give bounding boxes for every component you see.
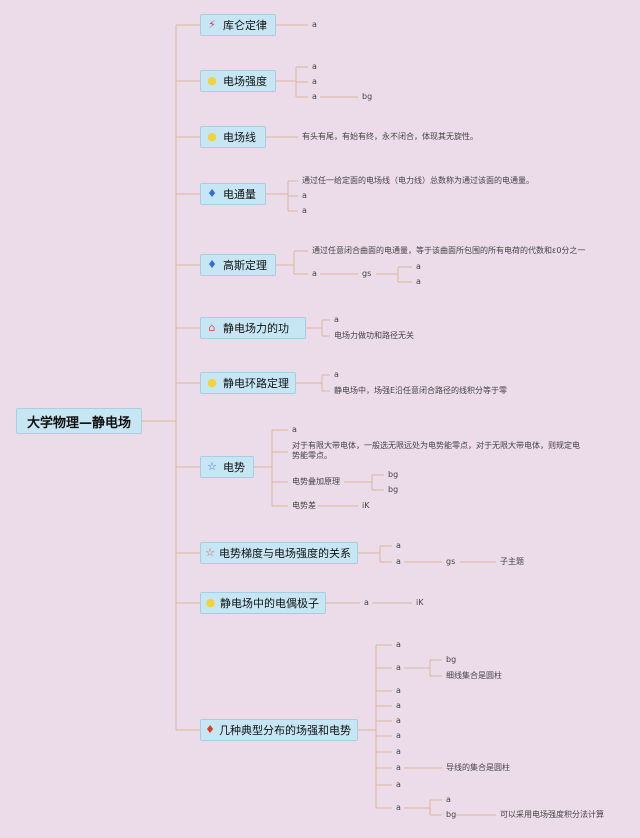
leaf-text: gs (446, 557, 456, 566)
leaf-text: bg (388, 470, 399, 479)
leaf-text: gs (362, 269, 372, 278)
star-icon: ☆ (205, 546, 215, 559)
leaf-text: 子主题 (500, 557, 524, 566)
leaf-text: a (334, 315, 339, 324)
topic-label: 库仑定律 (223, 19, 267, 32)
leaf-text: a (334, 370, 339, 379)
leaf-text: a (364, 598, 369, 607)
wand-icon: ⚡ (208, 18, 216, 31)
leaf-text: a (396, 803, 401, 812)
leaf-text: a (396, 701, 401, 710)
fire-icon: ♦ (207, 258, 217, 271)
leaf-text: a (302, 191, 307, 200)
topic-label: 电势梯度与电场强度的关系 (219, 547, 351, 560)
topic-electric-flux[interactable]: ♦ 电通量 (200, 183, 266, 205)
leaf-text: 有头有尾，有始有终，永不闭合，体现其无旋性。 (302, 132, 478, 141)
root-topic[interactable]: 大学物理—静电场 (16, 408, 142, 434)
leaf-text: a (312, 20, 317, 29)
leaf-text: 细线集合是圆柱 (446, 671, 502, 680)
leaf-text: a (302, 206, 307, 215)
leaf-text: a (396, 780, 401, 789)
leaf-text: bg (446, 655, 457, 664)
topic-label: 电场强度 (223, 75, 267, 88)
sun-icon: ● (207, 376, 217, 389)
topic-electric-dipole[interactable]: ● 静电场中的电偶极子 (200, 592, 326, 614)
leaf-text: iK (362, 501, 370, 510)
leaf-text: 通过任意闭合曲面的电通量，等于该曲面所包围的所有电荷的代数和ε0分之一 (312, 246, 586, 255)
topic-label: 高斯定理 (223, 259, 267, 272)
leaf-text: a (396, 731, 401, 740)
fire-icon: ♦ (205, 723, 215, 736)
leaf-text: a (446, 795, 451, 804)
topic-electrostatic-work[interactable]: ⌂ 静电场力的功 (200, 317, 306, 339)
topic-label: 几种典型分布的场强和电势 (219, 724, 351, 737)
leaf-text: 导线的集合是圆柱 (446, 763, 510, 772)
leaf-text: 电场力做功和路径无关 (334, 331, 414, 340)
leaf-text: 静电场中，场强E沿任意闭合路径的线积分等于零 (334, 386, 508, 395)
topic-electric-potential[interactable]: ☆ 电势 (200, 456, 254, 478)
fire-icon: ♦ (207, 187, 217, 200)
leaf-text: a (312, 92, 317, 101)
sun-icon: ● (207, 74, 217, 87)
leaf-text: a (396, 686, 401, 695)
leaf-text: a (396, 663, 401, 672)
leaf-text: a (312, 77, 317, 86)
leaf-text: 电势叠加原理 (292, 477, 340, 486)
leaf-text: a (396, 763, 401, 772)
topic-label: 电通量 (223, 188, 256, 201)
leaf-text: 通过任一给定面的电场线（电力线）总数称为通过该面的电通量。 (302, 176, 534, 185)
leaf-text: a (396, 541, 401, 550)
topic-label: 静电环路定理 (223, 377, 289, 390)
leaf-text: a (312, 62, 317, 71)
topic-electric-field-strength[interactable]: ● 电场强度 (200, 70, 276, 92)
leaf-text: a (292, 425, 297, 434)
topic-gauss-law[interactable]: ♦ 高斯定理 (200, 254, 276, 276)
topic-label: 电场线 (223, 131, 256, 144)
topic-typical-distributions[interactable]: ♦ 几种典型分布的场强和电势 (200, 719, 358, 741)
leaf-text: a (416, 262, 421, 271)
leaf-text: 电势差 (292, 501, 316, 510)
leaf-text: a (416, 277, 421, 286)
home-icon: ⌂ (208, 321, 216, 334)
leaf-text: a (312, 269, 317, 278)
leaf-text: a (396, 557, 401, 566)
leaf-text: 对于有限大带电体，一般选无限远处为电势能零点，对于无限大带电体，则规定电势能零点… (292, 441, 580, 460)
star-icon: ☆ (207, 460, 217, 473)
topic-label: 静电场力的功 (223, 322, 289, 335)
topic-coulomb-law[interactable]: ⚡ 库仑定律 (200, 14, 276, 36)
leaf-text: a (396, 747, 401, 756)
leaf-text: iK (416, 598, 424, 607)
sun-icon: ● (205, 596, 216, 609)
topic-label: 静电场中的电偶极子 (220, 597, 319, 610)
leaf-text: a (396, 716, 401, 725)
topic-label: 电势 (223, 461, 245, 474)
leaf-text: a (396, 640, 401, 649)
leaf-text: bg (446, 810, 457, 819)
leaf-text: bg (388, 485, 399, 494)
leaf-text: 可以采用电场强度积分法计算 (500, 810, 604, 819)
leaf-text: bg (362, 92, 373, 101)
sun-icon: ● (207, 130, 217, 143)
topic-field-lines[interactable]: ● 电场线 (200, 126, 266, 148)
topic-potential-gradient[interactable]: ☆ 电势梯度与电场强度的关系 (200, 542, 358, 564)
topic-circulation-theorem[interactable]: ● 静电环路定理 (200, 372, 296, 394)
